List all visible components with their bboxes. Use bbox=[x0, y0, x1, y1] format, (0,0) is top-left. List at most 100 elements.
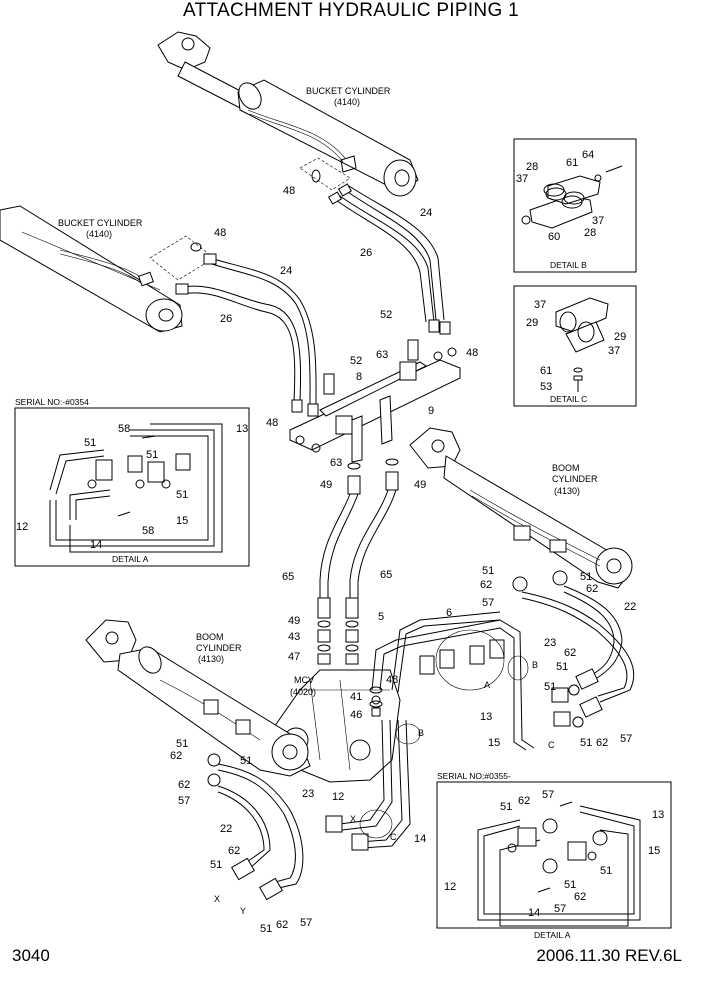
callout: 53 bbox=[540, 381, 552, 393]
callout: 12 bbox=[444, 881, 456, 893]
callout: 51 bbox=[580, 571, 592, 583]
callout: 51 bbox=[240, 755, 252, 767]
right-flange-assemblies bbox=[551, 684, 584, 728]
bucket-cylinder-left bbox=[0, 205, 183, 333]
detail-b-box bbox=[513, 138, 637, 273]
callout: 63 bbox=[330, 457, 342, 469]
boom-cylinder-right bbox=[409, 427, 633, 589]
callout: 12 bbox=[16, 521, 28, 533]
callout: 13 bbox=[480, 711, 492, 723]
callout: 57 bbox=[300, 917, 312, 929]
callout: 51 bbox=[210, 859, 222, 871]
callout: 51 bbox=[176, 738, 188, 750]
callout: 6 bbox=[446, 607, 452, 619]
callout: 62 bbox=[586, 583, 598, 595]
callout: 62 bbox=[564, 647, 576, 659]
callout: 23 bbox=[302, 788, 314, 800]
callout: 51 bbox=[176, 489, 188, 501]
callout: 51 bbox=[84, 437, 96, 449]
letter-y: Y bbox=[240, 906, 246, 916]
callout: 14 bbox=[528, 907, 540, 919]
callout: 52 bbox=[380, 309, 392, 321]
page-title: ATTACHMENT HYDRAULIC PIPING 1 bbox=[183, 0, 519, 21]
callout: 23 bbox=[544, 637, 556, 649]
label-boom-cylinder-right-code: (4130) bbox=[554, 486, 580, 496]
callout: 51 bbox=[482, 565, 494, 577]
letter-x: X bbox=[350, 814, 356, 824]
detail-a2-caption: DETAIL A bbox=[534, 930, 571, 940]
callout: 62 bbox=[596, 737, 608, 749]
callout: 51 bbox=[500, 801, 512, 813]
serial-a2: SERIAL NO:#0355- bbox=[437, 771, 511, 781]
callout: 49 bbox=[288, 615, 300, 627]
callout: 47 bbox=[288, 651, 300, 663]
label-mcv: MCV bbox=[294, 675, 314, 685]
callout: 51 bbox=[544, 681, 556, 693]
callout: 62 bbox=[518, 795, 530, 807]
callout: 61 bbox=[566, 157, 578, 169]
callout: 63 bbox=[376, 349, 388, 361]
callout: 49 bbox=[414, 479, 426, 491]
letter-c: C bbox=[548, 740, 555, 750]
callout: 37 bbox=[516, 173, 528, 185]
hoses-65 bbox=[317, 458, 399, 665]
callout: 60 bbox=[548, 231, 560, 243]
callout: 13 bbox=[652, 809, 664, 821]
callout: 14 bbox=[414, 833, 426, 845]
serial-a1: SERIAL NO:-#0354 bbox=[15, 397, 89, 407]
callout: 64 bbox=[582, 149, 594, 161]
detail-c-art bbox=[555, 297, 609, 392]
callout: 65 bbox=[380, 569, 392, 581]
callout: 48 bbox=[214, 227, 226, 239]
callout: 14 bbox=[90, 539, 102, 551]
detail-a-caption: DETAIL A bbox=[112, 554, 149, 564]
callout: 57 bbox=[620, 733, 632, 745]
callout: 5 bbox=[378, 611, 384, 623]
callout: 37 bbox=[534, 299, 546, 311]
callout: 48 bbox=[386, 674, 398, 686]
callout: 46 bbox=[350, 709, 362, 721]
detail-b-art bbox=[521, 165, 623, 229]
callout: 58 bbox=[142, 525, 154, 537]
callout: 48 bbox=[266, 417, 278, 429]
revision-date: 2006.11.30 REV.6L bbox=[536, 946, 682, 965]
callout: 29 bbox=[614, 331, 626, 343]
callout-numbers: 48 24 26 48 24 26 52 52 63 8 48 48 9 63 … bbox=[16, 149, 664, 935]
callout: 15 bbox=[648, 845, 660, 857]
callout: 62 bbox=[480, 579, 492, 591]
callout: 48 bbox=[283, 185, 295, 197]
callout: 57 bbox=[542, 789, 554, 801]
hoses-22-23-right bbox=[512, 570, 635, 718]
label-bucket-cylinder-top-code: (4140) bbox=[334, 97, 360, 107]
callout: 57 bbox=[482, 597, 494, 609]
label-boom-cylinder-right-2: CYLINDER bbox=[552, 474, 598, 484]
page-number: 3040 bbox=[12, 946, 50, 965]
callout: 26 bbox=[360, 247, 372, 259]
label-boom-cylinder-right-1: BOOM bbox=[552, 463, 580, 473]
callout: 52 bbox=[350, 355, 362, 367]
bucket-cylinder-top bbox=[157, 31, 419, 197]
label-boom-cylinder-left-1: BOOM bbox=[196, 632, 224, 642]
callout: 62 bbox=[178, 779, 190, 791]
callout: 41 bbox=[350, 691, 362, 703]
callout: 51 bbox=[564, 879, 576, 891]
detail-a-art bbox=[49, 423, 223, 553]
detail-a2-art bbox=[477, 801, 641, 927]
callout: 62 bbox=[170, 750, 182, 762]
callout: 43 bbox=[288, 631, 300, 643]
label-boom-cylinder-left-code: (4130) bbox=[198, 654, 224, 664]
callout: 24 bbox=[420, 207, 432, 219]
detail-c-caption: DETAIL C bbox=[550, 394, 587, 404]
o-ring-48 bbox=[311, 169, 321, 183]
callout: 57 bbox=[178, 795, 190, 807]
callout: 15 bbox=[176, 515, 188, 527]
detail-a-box bbox=[14, 407, 250, 567]
callout: 8 bbox=[356, 371, 362, 383]
callout: 51 bbox=[600, 865, 612, 877]
callout: 13 bbox=[236, 423, 248, 435]
callout: 65 bbox=[282, 571, 294, 583]
letter-a: A bbox=[484, 680, 490, 690]
callout: 9 bbox=[428, 405, 434, 417]
hoses-24-26-top bbox=[327, 183, 451, 335]
